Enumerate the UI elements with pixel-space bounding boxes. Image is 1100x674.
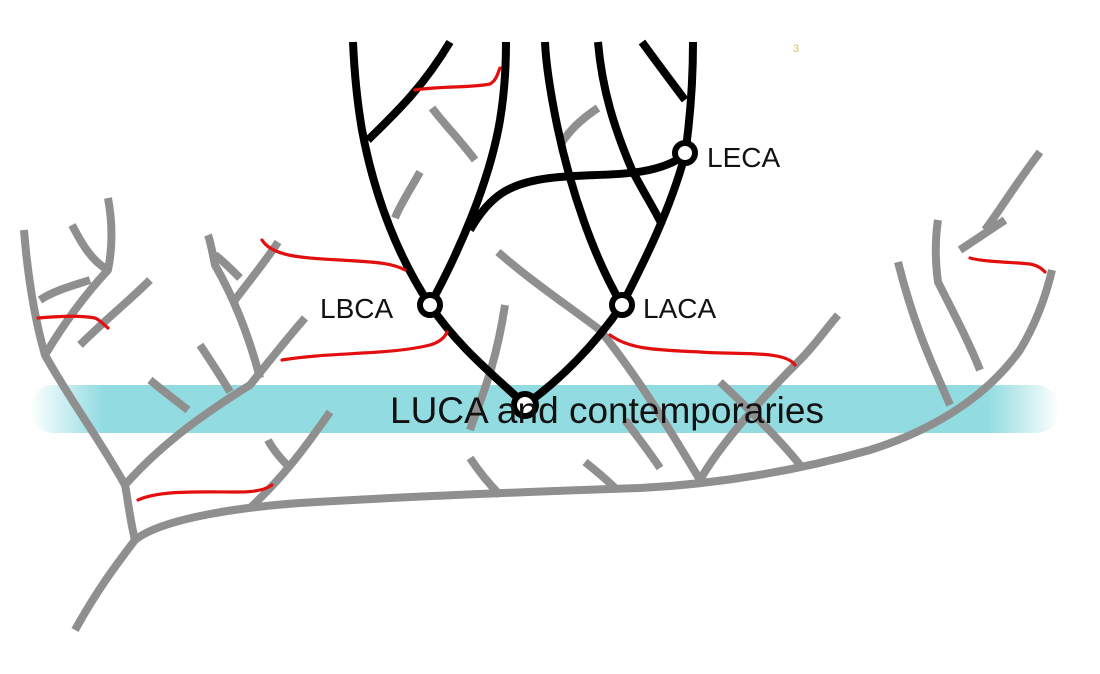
gray-mid-twig-b <box>231 239 282 303</box>
luca-label: LUCA and contemporaries <box>390 390 824 431</box>
extinct-lineages <box>20 104 1056 632</box>
gray-trunk <box>71 269 1056 632</box>
red-link-4 <box>136 483 274 502</box>
gray-right-branch-a <box>495 248 704 483</box>
luca-node <box>511 391 539 419</box>
black-upper-right-branch <box>638 39 689 103</box>
black-lbca-right <box>426 41 510 307</box>
gray-left-twig-c <box>77 277 153 348</box>
red-link-6 <box>608 333 797 367</box>
gray-center-twig-c <box>466 304 509 432</box>
black-laca-left <box>541 41 626 308</box>
gray-center-twig-b <box>582 458 618 491</box>
gray-mid-twig-a <box>204 233 264 380</box>
gray-right-twig-a <box>717 379 804 468</box>
black-upper-left-branch <box>365 39 454 143</box>
luca-band <box>30 385 1060 433</box>
gray-mid-twig-c <box>212 251 243 281</box>
gray-mid-branch <box>122 315 308 488</box>
lbca-label: LBCA <box>320 293 393 324</box>
lbca-node <box>417 292 443 318</box>
red-link-5 <box>413 66 502 92</box>
gray-mid-twig-d <box>196 342 234 395</box>
ancestor-nodes <box>417 140 698 419</box>
gray-far-right-twig-c <box>957 216 1008 254</box>
gray-lower-twig <box>264 438 293 471</box>
black-luca-laca <box>522 302 626 409</box>
red-link-2 <box>260 238 407 272</box>
black-mid-branch <box>594 41 666 227</box>
leca-node <box>672 140 698 166</box>
gene-transfer-links <box>36 66 1047 502</box>
gray-left-twig-a <box>68 223 111 274</box>
gray-far-right-branch <box>894 261 954 407</box>
red-link-1 <box>36 314 110 330</box>
black-eukaryote-merge <box>466 151 688 232</box>
gray-left-twig-b <box>37 276 92 304</box>
gray-mid-twig-e <box>147 376 191 414</box>
laca-node <box>609 292 635 318</box>
gray-right-twig-b <box>621 417 664 471</box>
laca-label: LACA <box>643 293 716 324</box>
gray-upper-twig-c <box>391 170 424 220</box>
gray-far-right-twig-a <box>931 219 984 372</box>
gray-upper-twig-a <box>428 105 479 163</box>
black-lbca-left <box>349 41 434 308</box>
gray-left-stem <box>20 229 139 541</box>
gray-right-branch-b <box>696 312 842 482</box>
gray-left-twig-top <box>41 197 116 358</box>
page-number: 3 <box>793 43 799 55</box>
black-laca-leca <box>618 153 689 307</box>
gray-center-twig-a <box>466 455 503 498</box>
red-link-3 <box>280 330 449 362</box>
gray-far-right-twig-b <box>981 149 1044 233</box>
red-link-7 <box>968 256 1047 274</box>
gray-upper-twig-b <box>556 104 601 148</box>
leca-label: LECA <box>707 142 780 173</box>
